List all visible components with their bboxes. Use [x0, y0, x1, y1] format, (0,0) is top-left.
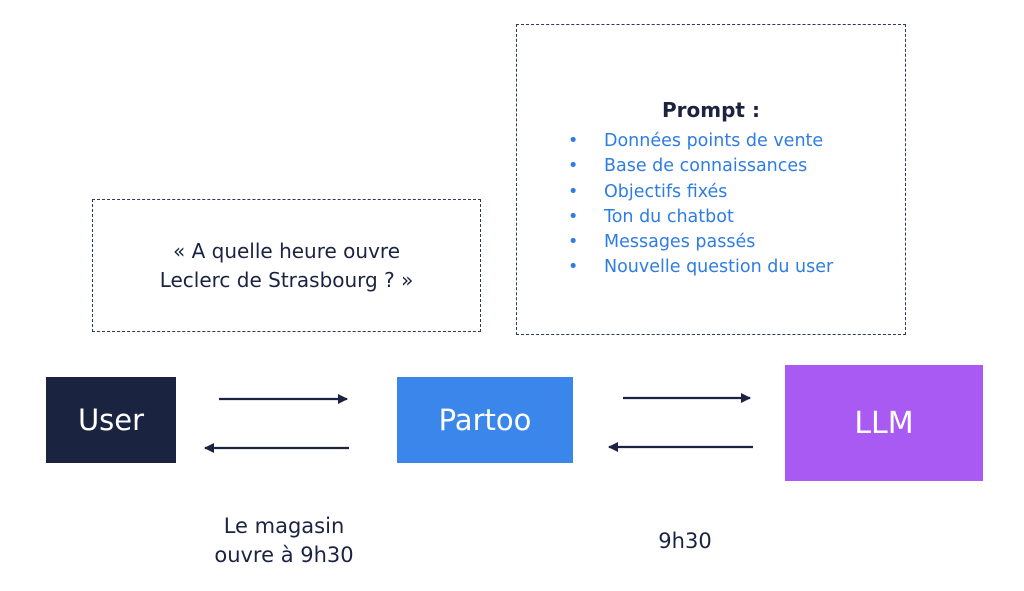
prompt-item-label: Messages passés: [604, 232, 756, 253]
llm-reply-caption: 9h30: [658, 529, 712, 553]
prompt-box: Prompt : • Données points de vente • Base …: [516, 24, 906, 335]
bullet-icon: •: [568, 206, 579, 227]
partoo-node: Partoo: [397, 377, 573, 463]
user-node: User: [46, 377, 176, 463]
prompt-item-label: Données points de vente: [604, 131, 824, 151]
user-question-line: « A quelle heure ouvre: [172, 238, 401, 263]
bullet-icon: •: [568, 156, 579, 177]
prompt-item-label: Nouvelle question du user: [604, 257, 834, 278]
user-reply-line: Le magasin: [223, 514, 345, 538]
llm-node: LLM: [785, 365, 983, 481]
bullet-icon: •: [568, 181, 579, 202]
prompt-item-label: Base de connaissances: [604, 156, 808, 177]
prompt-item: • Ton du chatbot: [563, 205, 833, 230]
prompt-title: Prompt :: [662, 98, 760, 122]
prompt-item: • Données points de vente: [563, 129, 833, 154]
prompt-item: • Base de connaissances: [563, 154, 833, 179]
prompt-item: • Nouvelle question du user: [563, 255, 833, 280]
bullet-icon: •: [568, 232, 579, 253]
prompt-list: • Données points de vente • Base de connai…: [563, 129, 833, 281]
bullet-icon: •: [568, 257, 579, 278]
user-question-text: « A quelle heure ouvre Leclerc de Strasb…: [160, 237, 414, 295]
user-reply-line: ouvre à 9h30: [214, 543, 354, 567]
bullet-icon: •: [568, 131, 579, 151]
user-question-line: Leclerc de Strasbourg ? »: [159, 267, 414, 292]
prompt-item-label: Ton du chatbot: [604, 206, 734, 227]
user-reply-caption: Le magasin ouvre à 9h30: [196, 512, 372, 570]
prompt-item: • Objectifs fixés: [563, 180, 833, 205]
prompt-item-label: Objectifs fixés: [604, 181, 728, 202]
user-question-box: « A quelle heure ouvre Leclerc de Strasb…: [92, 199, 481, 332]
prompt-item: • Messages passés: [563, 230, 833, 255]
